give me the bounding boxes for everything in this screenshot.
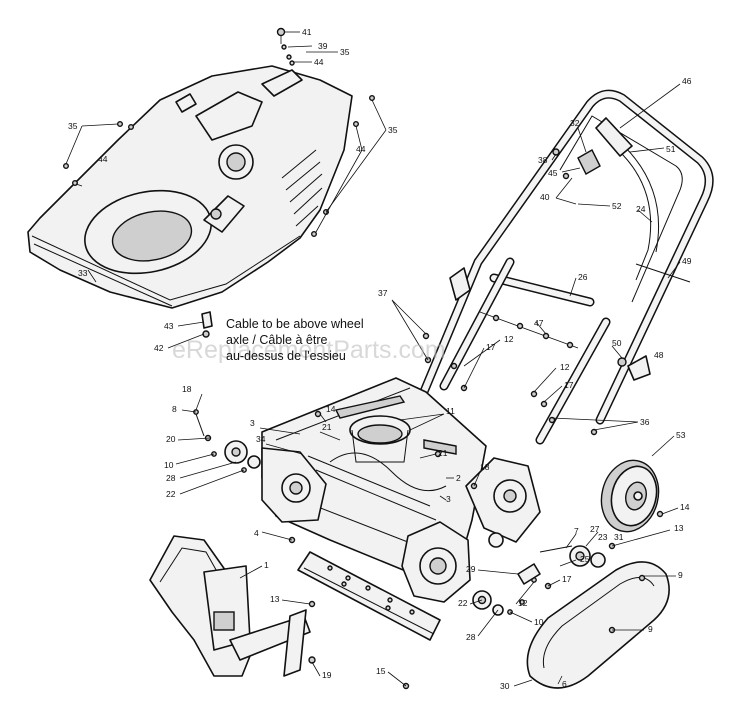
callout-32: 32 (570, 118, 580, 128)
callout-28: 28 (466, 632, 476, 642)
callout-14: 14 (680, 502, 690, 512)
callout-12: 12 (504, 334, 514, 344)
callout-43: 43 (164, 321, 174, 331)
cable-note-line-2: axle / Câble à être (226, 333, 327, 347)
cable-note-line-1: Cable to be above wheel (226, 317, 364, 331)
callout-30: 30 (500, 681, 510, 691)
callout-labels: 41 39 35 44 35 44 35 44 33 43 42 46 32 3… (68, 27, 692, 691)
leader-lines (65, 31, 681, 687)
callout-13: 13 (270, 594, 280, 604)
callout-6: 6 (562, 679, 567, 689)
wheel (600, 459, 664, 533)
callout-18: 18 (480, 462, 490, 472)
callout-8: 8 (172, 404, 177, 414)
callout-53: 53 (676, 430, 686, 440)
watermark-text: eReplacementParts.com (172, 336, 446, 364)
drive-gear-group (517, 542, 616, 590)
callout-17: 17 (486, 342, 496, 352)
callout-40: 40 (540, 192, 550, 202)
callout-22: 22 (458, 598, 468, 608)
callout-35: 35 (68, 121, 78, 131)
callout-29: 29 (466, 564, 476, 574)
callout-7: 7 (574, 526, 579, 536)
callout-37: 37 (378, 288, 388, 298)
callout-27: 27 (590, 524, 600, 534)
left-bearing-group (193, 409, 261, 473)
callout-11: 11 (446, 406, 455, 416)
belt-cover (526, 561, 670, 689)
callout-17: 17 (562, 574, 572, 584)
callout-2: 2 (456, 473, 461, 483)
callout-25: 25 (580, 554, 590, 564)
callout-3: 3 (446, 494, 451, 504)
callout-47: 47 (534, 318, 544, 328)
callout-39: 39 (318, 41, 328, 51)
callout-42: 42 (154, 343, 164, 353)
skid-shoes (149, 535, 316, 677)
callout-12: 12 (560, 362, 570, 372)
callout-41: 41 (302, 27, 312, 37)
callout-18: 18 (182, 384, 192, 394)
callout-28: 28 (166, 473, 176, 483)
callout-34: 34 (256, 434, 266, 444)
callout-4: 4 (254, 528, 259, 538)
callout-14: 14 (326, 404, 336, 414)
callout-45: 45 (548, 168, 558, 178)
callout-35: 35 (388, 125, 398, 135)
handle-assembly (413, 89, 714, 445)
right-bearing-group (472, 577, 537, 616)
callout-9: 9 (678, 570, 683, 580)
top-shroud (27, 65, 353, 309)
callout-19: 19 (322, 670, 332, 680)
callout-13: 13 (674, 523, 684, 533)
callout-10: 10 (534, 617, 544, 627)
callout-44: 44 (98, 154, 108, 164)
auger-housing (261, 377, 541, 603)
callout-22: 22 (166, 489, 176, 499)
callout-12: 12 (518, 598, 528, 608)
callout-44: 44 (314, 57, 324, 67)
callout-49: 49 (682, 256, 692, 266)
callout-3: 3 (250, 418, 255, 428)
scraper-bar (297, 551, 441, 641)
callout-36: 36 (640, 417, 650, 427)
callout-21: 21 (438, 448, 448, 458)
callout-26: 26 (578, 272, 588, 282)
callout-15: 15 (376, 666, 386, 676)
callout-44: 44 (356, 144, 366, 154)
callout-23: 23 (598, 532, 608, 542)
callout-50: 50 (612, 338, 622, 348)
callout-1: 1 (264, 560, 269, 570)
callout-35: 35 (340, 47, 350, 57)
callout-52: 52 (612, 201, 622, 211)
callout-9: 9 (648, 624, 653, 634)
callout-31: 31 (614, 532, 624, 542)
callout-20: 20 (166, 434, 176, 444)
callout-24: 24 (636, 204, 646, 214)
callout-21: 21 (322, 422, 332, 432)
callout-51: 51 (666, 144, 676, 154)
callout-17: 17 (564, 380, 574, 390)
callout-46: 46 (682, 76, 692, 86)
callout-33: 33 (78, 268, 88, 278)
callout-38: 38 (538, 155, 548, 165)
callout-48: 48 (654, 350, 664, 360)
cable-note-line-3: au-dessus de l'essieu (226, 349, 346, 363)
callout-10: 10 (164, 460, 174, 470)
